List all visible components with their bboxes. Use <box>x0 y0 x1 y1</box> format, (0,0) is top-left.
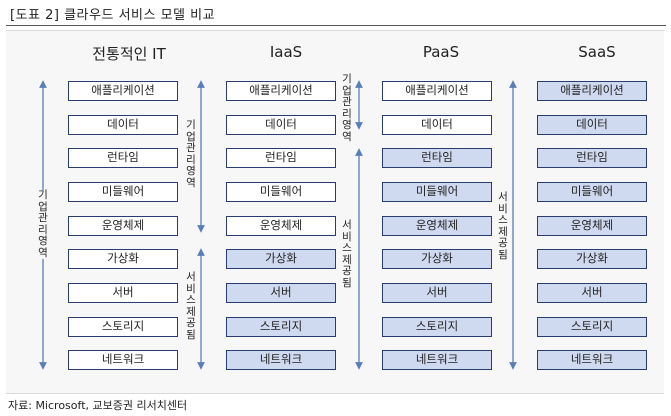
layer-box-iaas: 런타임 <box>226 148 336 168</box>
layer-box-paas: 런타임 <box>382 148 492 168</box>
layer-box-iaas: 네트워크 <box>226 350 336 370</box>
figure-title: [도표 2] 클라우드 서비스 모델 비교 <box>10 8 216 23</box>
title-rule <box>6 25 666 26</box>
layer-box-saas: 가상화 <box>537 249 647 269</box>
layer-box-iaas: 스토리지 <box>226 317 336 337</box>
layer-box-traditional-it: 서버 <box>68 283 178 303</box>
layer-box-paas: 애플리케이션 <box>382 81 492 101</box>
label-iaas-enterprise-area: 기업관리 영역 <box>184 119 198 189</box>
layer-box-traditional-it: 스토리지 <box>68 317 178 337</box>
label-saas-service-provided: 서비스제공됨 <box>496 191 510 261</box>
layer-box-saas: 미들웨어 <box>537 182 647 202</box>
layer-box-traditional-it: 애플리케이션 <box>68 81 178 101</box>
layer-box-iaas: 데이터 <box>226 115 336 135</box>
layer-box-saas: 애플리케이션 <box>537 81 647 101</box>
layer-box-traditional-it: 미들웨어 <box>68 182 178 202</box>
header-paas: PaaS <box>422 43 460 61</box>
layer-box-saas: 스토리지 <box>537 317 647 337</box>
layer-box-traditional-it: 런타임 <box>68 148 178 168</box>
layer-box-traditional-it: 데이터 <box>68 115 178 135</box>
layer-box-paas: 운영체제 <box>382 216 492 236</box>
label-paas-service-provided: 서비스제공됨 <box>340 219 354 289</box>
layer-box-traditional-it: 운영체제 <box>68 216 178 236</box>
header-traditional-it: 전통적인 IT <box>92 45 166 63</box>
layer-box-paas: 데이터 <box>382 115 492 135</box>
layer-box-saas: 서버 <box>537 283 647 303</box>
label-paas-enterprise-area: 기업관리 영역 <box>340 73 354 143</box>
layer-box-traditional-it: 네트워크 <box>68 350 178 370</box>
layer-box-paas: 네트워크 <box>382 350 492 370</box>
layer-box-saas: 운영체제 <box>537 216 647 236</box>
label-traditional-enterprise-area: 기업관리 영역 <box>36 189 50 259</box>
layer-box-traditional-it: 가상화 <box>68 249 178 269</box>
layer-box-iaas: 운영체제 <box>226 216 336 236</box>
layer-box-iaas: 애플리케이션 <box>226 81 336 101</box>
layer-box-paas: 서버 <box>382 283 492 303</box>
layer-box-saas: 런타임 <box>537 148 647 168</box>
header-iaas: IaaS <box>269 43 303 61</box>
layer-box-paas: 가상화 <box>382 249 492 269</box>
layer-box-saas: 네트워크 <box>537 350 647 370</box>
layer-box-paas: 미들웨어 <box>382 182 492 202</box>
layer-box-iaas: 미들웨어 <box>226 182 336 202</box>
source-note: 자료: Microsoft, 교보증권 리서치센터 <box>8 399 188 412</box>
layer-box-iaas: 가상화 <box>226 249 336 269</box>
label-iaas-service-provided: 서비스제공됨 <box>184 271 198 341</box>
layer-box-paas: 스토리지 <box>382 317 492 337</box>
layer-box-saas: 데이터 <box>537 115 647 135</box>
layer-box-iaas: 서버 <box>226 283 336 303</box>
header-saas: SaaS <box>578 43 616 61</box>
